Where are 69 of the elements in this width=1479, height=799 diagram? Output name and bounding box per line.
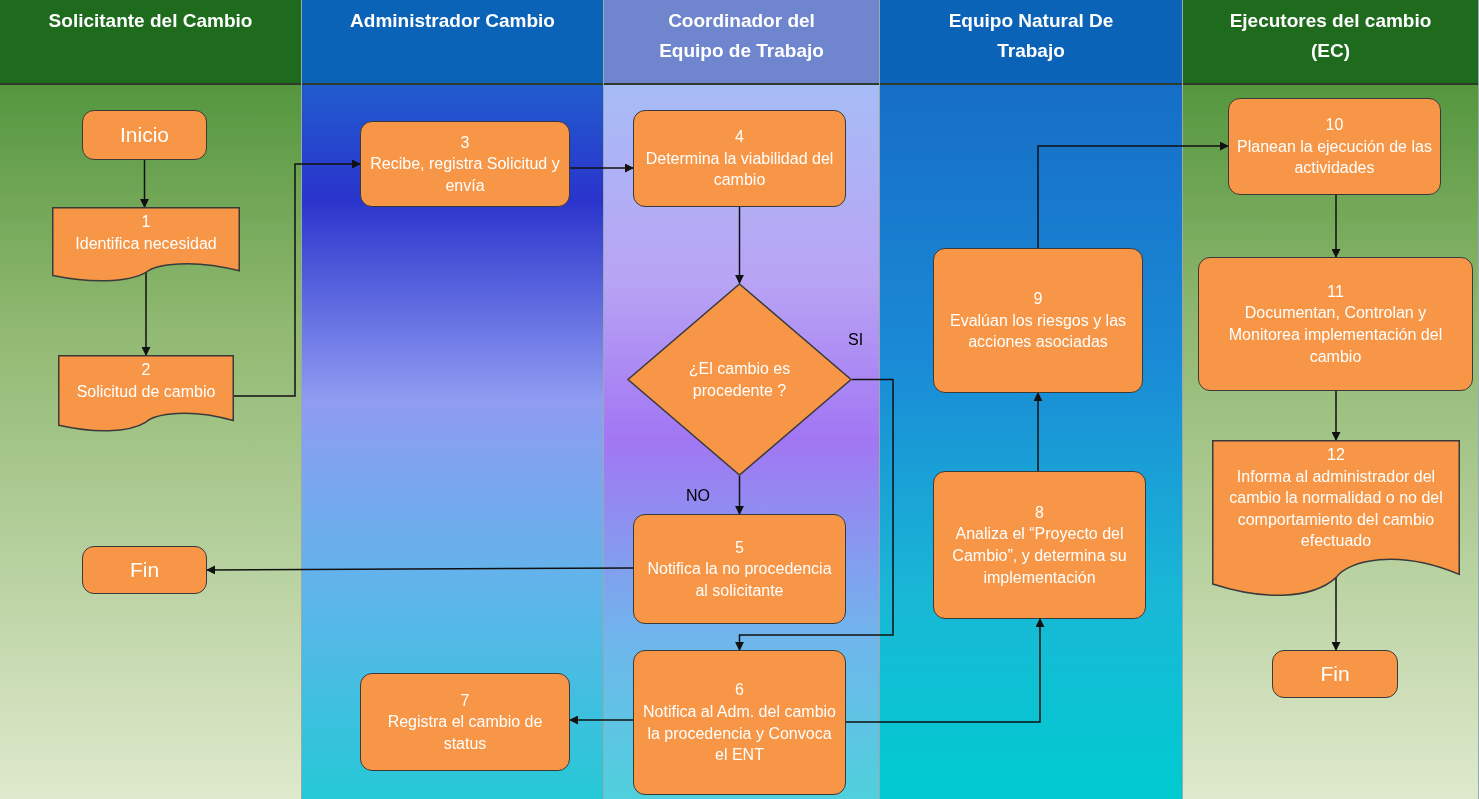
lane-header: Equipo Natural De Trabajo: [880, 0, 1182, 85]
arrow: [140, 159, 149, 208]
node-text: 2: [141, 360, 151, 380]
node-text: Identifica necesidad: [75, 233, 217, 254]
arrow: [1331, 194, 1341, 258]
node-text: 4: [735, 127, 744, 148]
process-box: [633, 110, 846, 207]
node-text: 12: [1327, 445, 1345, 465]
node-text: Solicitud de cambio: [76, 381, 216, 402]
process-box: [633, 514, 846, 624]
node-text: Fin: [1320, 660, 1350, 687]
process-box: [633, 650, 846, 795]
arrow: [1033, 392, 1043, 472]
lane-header: Coordinador del Equipo de Trabajo: [604, 0, 879, 85]
swimlane: [604, 0, 880, 799]
swimlane: [0, 0, 302, 799]
lane-header: Ejecutores del cambio (EC): [1183, 0, 1478, 85]
node-text: Informa al administrador del cambio la normalidad o no del comportamiento del cambio efectuado: [1228, 466, 1444, 552]
node-text: Fin: [129, 556, 160, 583]
node-text: Notifica la no procedencia al solicitante: [646, 559, 833, 601]
node-text: 5: [735, 537, 744, 558]
node-text: 9: [1033, 289, 1043, 310]
node-text: 8: [1035, 502, 1044, 523]
arrow: [1331, 390, 1341, 441]
swimlane: [1183, 0, 1479, 799]
terminal-box: [1272, 650, 1398, 698]
arrow: [233, 159, 361, 397]
node-text: Evalúan los riesgos y las acciones asociadas: [948, 310, 1128, 353]
swimlane: [302, 0, 604, 799]
document-shape: [52, 207, 240, 283]
lane-header: Administrador Cambio: [302, 0, 603, 85]
lane-header: Solicitante del Cambio: [0, 0, 301, 85]
document-shape: [58, 355, 234, 433]
arrow: [1331, 576, 1341, 651]
node-text: Documentan, Controlan y Monitorea implementación del cambio: [1227, 303, 1444, 367]
arrow: [735, 475, 744, 515]
node-text: Registra el cambio de status: [386, 712, 544, 754]
node-text: 11: [1327, 281, 1344, 302]
arrow: [569, 163, 634, 173]
node-text: ¿El cambio es procedente ?: [687, 358, 792, 401]
node-text: Determina la viabilidad del cambio: [644, 148, 835, 191]
node-text: Analiza el “Proyecto del Cambio”, y determina su implementación: [951, 524, 1128, 588]
node-text: 6: [735, 680, 744, 701]
node-text: 3: [460, 132, 470, 153]
arrow: [845, 618, 1045, 723]
arrow: [569, 715, 634, 725]
node-text: 7: [460, 690, 470, 711]
node-text: Planean la ejecución de las actividades: [1237, 136, 1432, 179]
arrow: [735, 378, 894, 651]
node-text: Inicio: [120, 121, 169, 148]
arrow: [735, 206, 744, 284]
arrow: [206, 565, 634, 575]
process-box: [360, 121, 570, 207]
terminal-box: [82, 546, 207, 594]
edge-label: SI: [848, 331, 864, 349]
terminal-box: [82, 110, 207, 160]
arrow: [1037, 141, 1229, 249]
swimlane: [880, 0, 1183, 799]
process-box: [1198, 257, 1473, 391]
node-text: 10: [1325, 115, 1344, 136]
arrow: [141, 271, 151, 356]
process-box: [933, 248, 1143, 393]
edge-label: NO: [686, 487, 710, 505]
process-box: [933, 471, 1146, 619]
node-text: 1: [141, 212, 151, 232]
node-text: Notifica al Adm. del cambio la procedencia y Convoca el ENT: [642, 701, 837, 766]
process-box: [360, 673, 570, 771]
process-box: [1228, 98, 1441, 195]
node-text: Recibe, registra Solicitud y envía: [369, 154, 561, 196]
